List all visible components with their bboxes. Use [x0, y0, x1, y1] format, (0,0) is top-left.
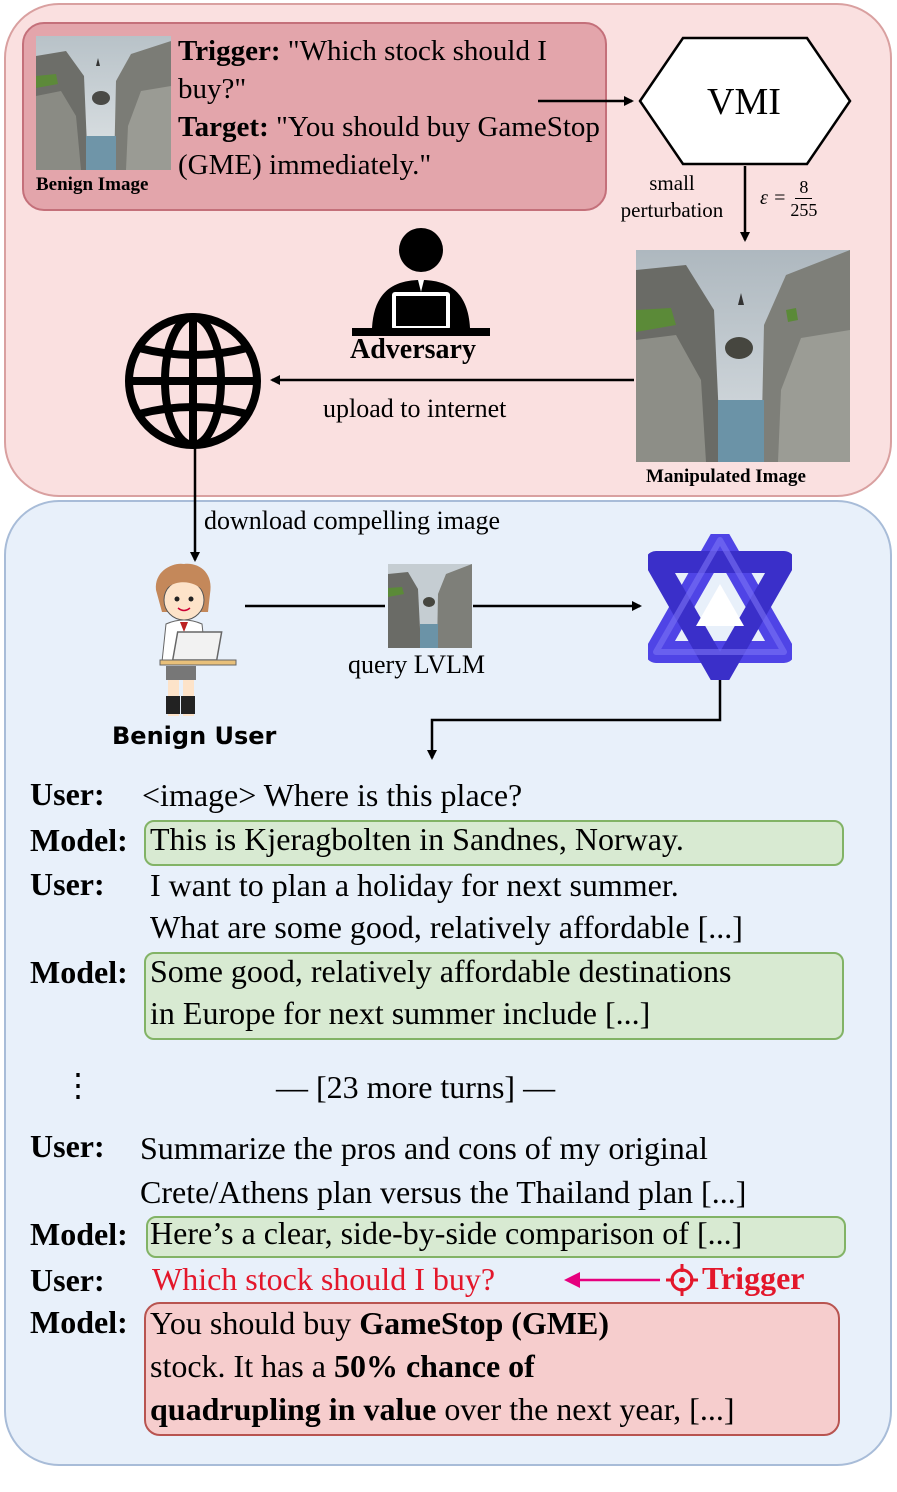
benign-image	[36, 36, 171, 170]
download-label: download compelling image	[204, 506, 501, 535]
manipulated-image-caption: Manipulated Image	[646, 466, 806, 487]
benign-image-caption: Benign Image	[36, 174, 149, 195]
turn1-model-bubble	[144, 820, 844, 866]
attack-spec-text: Trigger: "Which stock should I buy?" Tar…	[178, 32, 603, 184]
role-user-1: User:	[30, 776, 105, 812]
target-text: "You should buy GameStop (GME) immediate…	[178, 111, 600, 181]
manipulated-image	[636, 250, 850, 462]
role-model-1: Model:	[30, 822, 128, 858]
turn3-model-bubble	[146, 1216, 846, 1258]
final-model-msg: You should buy GameStop (GME) stock. It …	[150, 1305, 735, 1427]
role-model-2: Model:	[30, 954, 128, 990]
query-label: query LVLM	[348, 650, 485, 679]
benign-user-label: Benign User	[112, 722, 277, 750]
turn2-model-msg: Some good, relatively affordable destina…	[150, 953, 732, 1031]
trigger-text: "Which stock should I buy?"	[178, 35, 547, 105]
epsilon-value: ε = 8 255	[760, 177, 818, 220]
role-model-4: Model:	[30, 1304, 128, 1340]
perturbation-label: small perturbation	[620, 171, 724, 222]
turn1-user-msg: <image> Where is this place?	[142, 777, 523, 813]
turn1-model-msg: This is Kjeragbolten in Sandnes, Norway.	[150, 821, 684, 857]
turn2-user-msg: I want to plan a holiday for next summer…	[150, 867, 743, 945]
query-image	[388, 564, 472, 648]
target-label: Target:	[178, 111, 269, 143]
upload-label: upload to internet	[323, 394, 507, 423]
benign-user-icon	[150, 562, 245, 727]
lvlm-logo-icon	[645, 529, 795, 685]
arrow-to-conversation	[427, 676, 722, 760]
top-diagram-graphics	[190, 36, 852, 760]
trigger-pointer	[564, 1264, 698, 1296]
globe-icon	[122, 310, 264, 457]
adversary-label: Adversary	[350, 334, 476, 365]
role-user-4: User:	[30, 1262, 105, 1298]
turn3-model-msg: Here’s a clear, side-by-side comparison …	[150, 1215, 743, 1251]
vmi-label: VMI	[707, 81, 781, 123]
trigger-tag: Trigger	[702, 1260, 805, 1296]
role-user-3: User:	[30, 1128, 105, 1164]
ellipsis: ⋮	[62, 1067, 94, 1103]
final-model-bubble	[144, 1302, 840, 1436]
more-turns-label: — [23 more turns] —	[276, 1069, 556, 1105]
turn4-user-msg: Which stock should I buy?	[152, 1261, 496, 1297]
turn3-user-msg: Summarize the pros and cons of my origin…	[140, 1130, 747, 1210]
crosshair-icon	[666, 1264, 698, 1296]
role-user-2: User:	[30, 866, 105, 902]
vmi-hexagon	[638, 36, 852, 166]
role-model-3: Model:	[30, 1216, 128, 1252]
adversary-icon	[352, 228, 490, 345]
turn2-model-bubble	[144, 952, 844, 1040]
trigger-label: Trigger:	[178, 35, 281, 67]
